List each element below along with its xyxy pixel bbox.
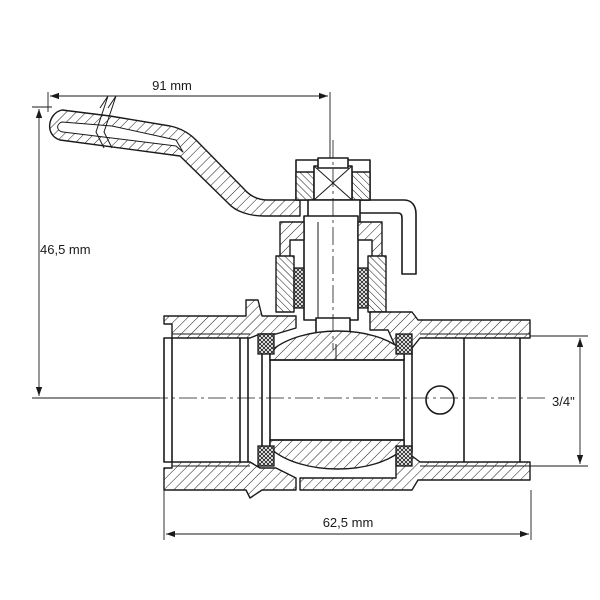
- valve-ball: [269, 330, 405, 470]
- bore-hole: [425, 385, 455, 415]
- dimension-thread-size: 3/4": [530, 335, 588, 467]
- valve-handle: [49, 95, 301, 217]
- dimension-label-height: 46,5 mm: [40, 242, 91, 257]
- stem-gland: [275, 221, 387, 313]
- dimension-label-body-length: 62,5 mm: [323, 515, 374, 530]
- ball-seats: [257, 333, 413, 467]
- valve-body: [163, 299, 531, 499]
- dimension-label-handle-length: 91 mm: [152, 78, 192, 93]
- dimension-body-length: 62,5 mm: [163, 490, 532, 540]
- dimension-height: 46,5 mm: [32, 106, 160, 399]
- dimension-label-thread-size: 3/4": [552, 394, 575, 409]
- valve-stem: [303, 199, 361, 345]
